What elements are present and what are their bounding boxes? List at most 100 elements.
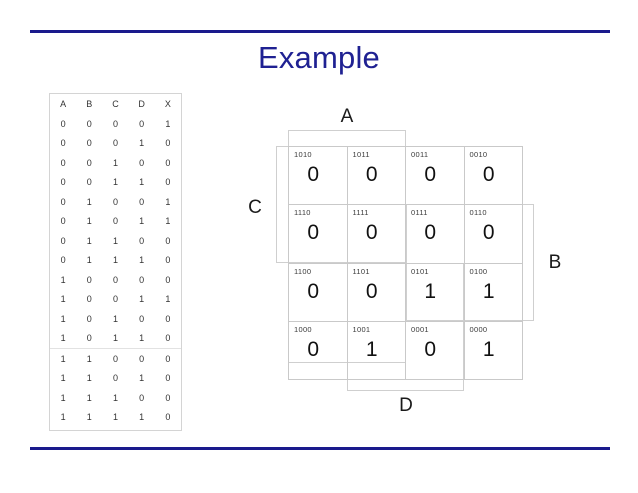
title-rule-top bbox=[30, 30, 610, 33]
kmap-cell-value: 0 bbox=[307, 163, 320, 186]
table-cell: 1 bbox=[60, 333, 66, 344]
table-cell: 0 bbox=[139, 392, 145, 403]
table-cell: 1 bbox=[86, 196, 92, 207]
table-cell: 0 bbox=[139, 118, 145, 129]
table-cell: 1 bbox=[50, 348, 77, 369]
table-cell: 1 bbox=[139, 138, 145, 149]
kmap-cell-minterm-label: 0101 bbox=[411, 266, 429, 276]
kmap-variable-label-c: C bbox=[248, 197, 262, 218]
kmap-cell[interactable]: 0010 0 bbox=[464, 147, 523, 206]
table-cell: 0 bbox=[60, 235, 66, 246]
kmap-cell-value: 0 bbox=[482, 221, 495, 245]
kmap-variable-label-b: B bbox=[548, 252, 562, 273]
table-cell: 0 bbox=[86, 157, 92, 168]
table-cell: 1 bbox=[60, 392, 66, 403]
table-cell: 1 bbox=[112, 333, 118, 344]
kmap-variable-label-d: D bbox=[399, 395, 413, 416]
table-cell: 0 bbox=[112, 216, 118, 227]
table-cell: 1 bbox=[86, 255, 92, 266]
table-cell: 0 bbox=[165, 313, 171, 324]
column-header-c: C bbox=[112, 99, 119, 109]
table-cell: 1 bbox=[112, 255, 118, 266]
kmap-cell-minterm-label: 0010 bbox=[469, 150, 488, 159]
kmap-cell-minterm-label: 0100 bbox=[469, 266, 488, 276]
table-cell: 0 bbox=[139, 313, 145, 324]
kmap-cell[interactable]: 0100 1 bbox=[464, 263, 523, 322]
kmap-cell-value: 0 bbox=[307, 221, 320, 245]
table-cell: 0 bbox=[102, 348, 129, 369]
kmap-cell-value: 0 bbox=[424, 221, 437, 245]
kmap-cell-minterm-label: 0000 bbox=[469, 324, 488, 334]
kmap-cell-value: 0 bbox=[424, 337, 437, 361]
column-header-d: D bbox=[138, 99, 145, 109]
kmap-cell-value: 1 bbox=[482, 337, 495, 361]
table-cell: 0 bbox=[165, 235, 171, 246]
table-cell: 1 bbox=[139, 294, 145, 305]
table-cell: 1 bbox=[139, 373, 145, 384]
table-cell: 1 bbox=[165, 118, 171, 129]
table-cell: 1 bbox=[139, 255, 145, 266]
kmap-cell[interactable]: 0101 1 bbox=[406, 263, 465, 322]
table-cell: 1 bbox=[86, 235, 92, 246]
table-cell: 0 bbox=[60, 138, 66, 149]
page-title: Example bbox=[257, 40, 380, 75]
table-cell: 0 bbox=[60, 196, 66, 207]
kmap-cell-value: 1 bbox=[482, 279, 495, 303]
table-cell: 1 bbox=[60, 294, 66, 305]
footer-rule bbox=[30, 447, 610, 450]
table-cell: 0 bbox=[60, 157, 66, 168]
table-cell: 0 bbox=[165, 274, 171, 285]
table-cell: 0 bbox=[165, 138, 171, 149]
table-cell: 1 bbox=[112, 157, 118, 168]
table-cell: 0 bbox=[112, 138, 118, 149]
table-cell: 1 bbox=[112, 177, 118, 188]
kmap-cell-value: 1 bbox=[424, 279, 437, 303]
table-cell: 1 bbox=[165, 216, 171, 227]
kmap-cell-minterm-label: 1001 bbox=[352, 324, 371, 334]
kmap-cell-minterm-label: 1101 bbox=[352, 266, 370, 276]
kmap-cell-minterm-label: 0110 bbox=[469, 208, 487, 218]
table-cell: 1 bbox=[60, 274, 66, 285]
kmap-cell[interactable]: 0000 1 bbox=[464, 321, 523, 380]
kmap-cell-minterm-label: 1111 bbox=[352, 208, 369, 218]
kmap-cell-minterm-label: 1011 bbox=[352, 150, 370, 159]
table-cell: 1 bbox=[112, 392, 118, 403]
table-cell: 1 bbox=[139, 216, 145, 227]
kmap-cell[interactable]: 0110 0 bbox=[464, 205, 523, 264]
table-cell: 0 bbox=[165, 333, 171, 344]
table-cell: 1 bbox=[139, 412, 145, 423]
kmap-cell-value: 0 bbox=[482, 163, 495, 186]
table-cell: 0 bbox=[86, 333, 92, 344]
table-cell: 1 bbox=[112, 412, 118, 423]
table-cell: 1 bbox=[139, 177, 145, 188]
column-header-a: A bbox=[60, 99, 67, 109]
table-cell: 0 bbox=[165, 373, 171, 384]
table-cell: 0 bbox=[165, 157, 171, 168]
